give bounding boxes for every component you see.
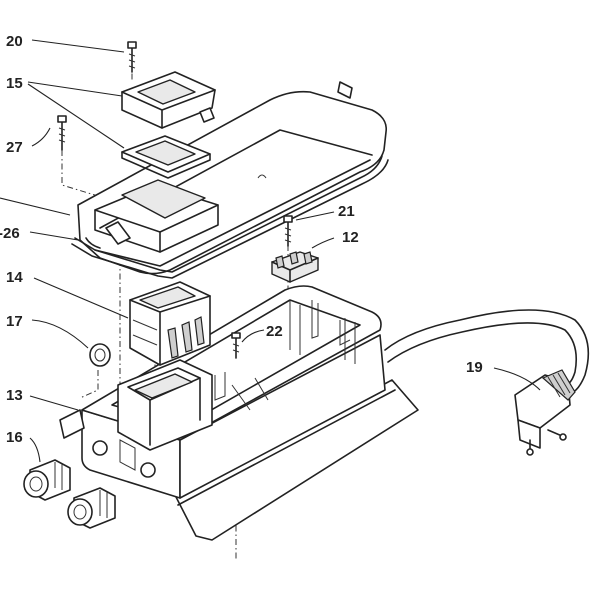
gasket [71, 155, 389, 279]
callout-labels: 20 15 27 -26 21 12 14 17 22 19 13 16 [0, 33, 483, 446]
callout-15: 15 [6, 75, 23, 92]
callout-14: 14 [6, 269, 23, 286]
terminal-block [271, 251, 319, 283]
callout-26: -26 [0, 225, 20, 242]
callout-21: 21 [338, 203, 355, 220]
callout-17: 17 [6, 313, 23, 330]
nut-17 [89, 343, 111, 367]
power-cable [384, 309, 590, 395]
switch-cover-seal [121, 135, 211, 179]
callout-27: 27 [6, 139, 23, 156]
cable-gland-1 [23, 459, 71, 501]
switch-cover-upper [121, 71, 216, 129]
top-cover [77, 81, 388, 275]
callout-20: 20 [6, 33, 23, 50]
screw-22 [231, 332, 241, 359]
leader-lines [0, 39, 541, 463]
callout-13: 13 [6, 387, 23, 404]
rocker-switch [129, 281, 211, 366]
screw-27 [57, 115, 67, 151]
screw-20 [127, 41, 137, 73]
callout-16: 16 [6, 429, 23, 446]
screw-21 [283, 215, 293, 247]
callout-12: 12 [342, 229, 359, 246]
callout-22: 22 [266, 323, 283, 340]
callout-19: 19 [466, 359, 483, 376]
cable-gland-2 [67, 487, 116, 529]
plug [514, 369, 576, 456]
switch-socket [117, 359, 213, 451]
